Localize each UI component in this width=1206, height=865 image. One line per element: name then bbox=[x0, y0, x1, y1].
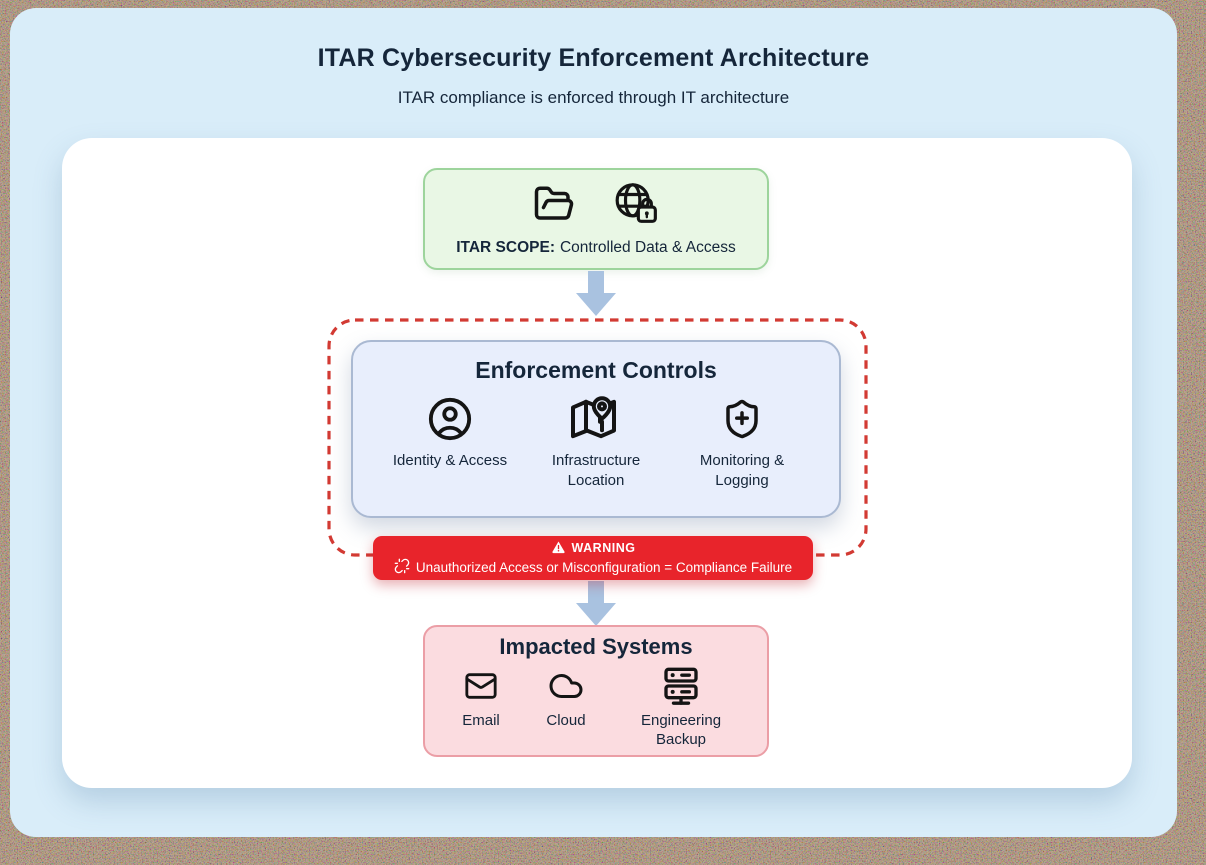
enforcement-item-label: Monitoring & Logging bbox=[699, 452, 785, 490]
down-arrow-icon bbox=[576, 271, 616, 316]
enforcement-icon-row: Identity & Access Infrastructure Locatio… bbox=[353, 394, 839, 492]
impacted-item-label: Cloud bbox=[546, 712, 586, 729]
page-subtitle: ITAR compliance is enforced through IT a… bbox=[397, 88, 790, 107]
enforcement-controls-box: Enforcement Controls Identity & Access bbox=[351, 340, 841, 518]
map-location-icon bbox=[568, 394, 624, 444]
enforcement-item-label: Infrastructure Location bbox=[551, 452, 641, 490]
globe-lock-icon bbox=[611, 181, 661, 233]
scope-icons bbox=[531, 182, 661, 232]
page-title: ITAR Cybersecurity Enforcement Architect… bbox=[317, 44, 870, 72]
impacted-title: Impacted Systems bbox=[499, 634, 693, 659]
impacted-item-label: Email bbox=[462, 712, 500, 729]
impacted-systems-box: Impacted Systems Email Cloud bbox=[423, 625, 769, 757]
impacted-item-cloud: Cloud bbox=[545, 664, 587, 750]
warning-message: Unauthorized Access or Misconfiguration … bbox=[415, 559, 793, 575]
down-arrow-icon bbox=[576, 581, 616, 626]
impacted-item-label: Engineering Backup bbox=[640, 712, 722, 748]
enforcement-item-monitoring: Monitoring & Logging bbox=[669, 394, 815, 492]
cloud-icon bbox=[545, 664, 587, 708]
alert-triangle-icon bbox=[551, 540, 566, 557]
broken-link-icon bbox=[394, 558, 410, 577]
impacted-icon-row: Email Cloud bbox=[425, 664, 767, 750]
warning-title: WARNING bbox=[571, 541, 636, 555]
warning-title-row: WARNING bbox=[551, 540, 636, 557]
enforcement-item-identity: Identity & Access bbox=[377, 394, 523, 492]
enforcement-title: Enforcement Controls bbox=[475, 357, 717, 383]
scope-label-text: Controlled Data & Access bbox=[559, 238, 736, 256]
warning-message-row: Unauthorized Access or Misconfiguration … bbox=[394, 558, 792, 577]
itar-scope-box: ITAR SCOPE:Controlled Data & Access bbox=[423, 168, 769, 270]
enforcement-item-label: Identity & Access bbox=[392, 452, 508, 469]
server-icon bbox=[661, 664, 701, 708]
impacted-item-backup: Engineering Backup bbox=[631, 664, 731, 750]
warning-banner: WARNING Unauthorized Access or Misconfig… bbox=[373, 536, 813, 580]
user-circle-icon bbox=[427, 394, 473, 444]
impacted-item-email: Email bbox=[461, 664, 501, 750]
mail-icon bbox=[461, 664, 501, 708]
folder-open-icon bbox=[531, 183, 577, 230]
scope-label-bold: ITAR SCOPE: bbox=[456, 238, 555, 256]
scope-label: ITAR SCOPE:Controlled Data & Access bbox=[456, 239, 736, 257]
enforcement-item-infrastructure: Infrastructure Location bbox=[523, 394, 669, 492]
shield-plus-icon bbox=[721, 394, 763, 444]
